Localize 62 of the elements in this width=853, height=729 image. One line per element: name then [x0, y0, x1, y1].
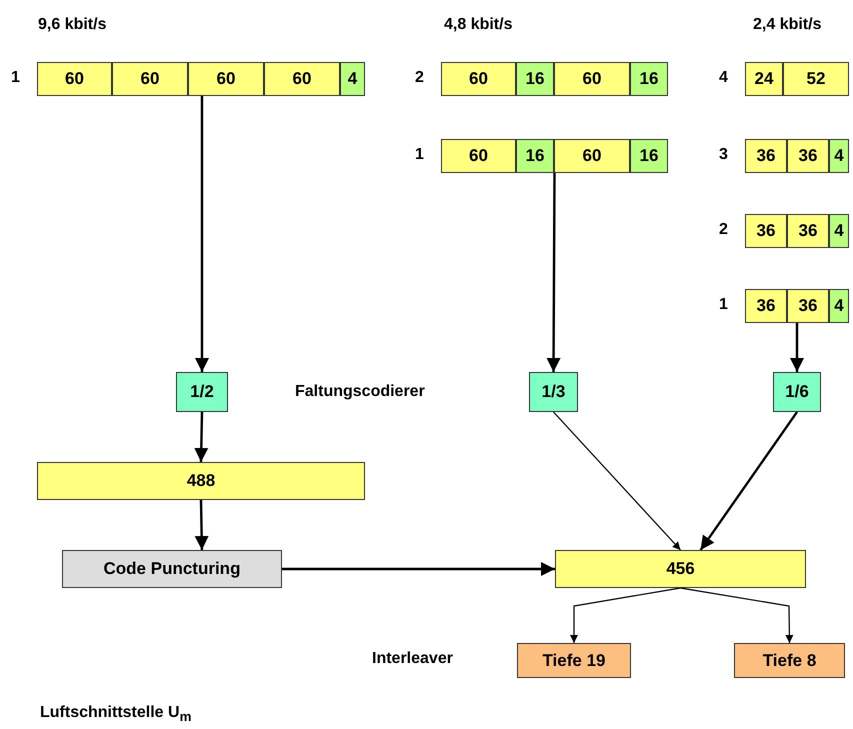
arrow — [700, 411, 798, 551]
arrow — [282, 562, 555, 576]
frame-number: 4 — [719, 69, 728, 87]
frame-cell: 36 — [787, 139, 829, 173]
frame-cell: 24 — [745, 62, 783, 96]
frame-number: 2 — [719, 221, 728, 239]
stage-label: Interleaver — [372, 650, 453, 668]
arrow — [546, 173, 561, 372]
frame-cell: 60 — [441, 62, 516, 96]
frame-bar — [745, 289, 849, 323]
frame-cell: 4 — [340, 62, 365, 96]
frame-cell: 36 — [745, 214, 787, 248]
frame-cell: 36 — [787, 289, 829, 323]
encoder-box: 1/3 — [529, 372, 578, 412]
frame-bar — [441, 139, 668, 173]
frame-cell: 4 — [829, 289, 849, 323]
interleaver-box: Tiefe 19 — [517, 643, 631, 678]
frame-bar — [745, 139, 849, 173]
arrow — [790, 323, 804, 372]
frame-cell: 16 — [516, 139, 554, 173]
frame-cell: 60 — [37, 62, 112, 96]
encoder-box: 1/2 — [176, 372, 228, 412]
frame-cell: 60 — [554, 62, 630, 96]
frame-bar — [37, 62, 365, 96]
arrow — [194, 412, 208, 462]
frame-number: 1 — [415, 146, 424, 164]
frame-cell: 36 — [745, 139, 787, 173]
frame-cell: 36 — [745, 289, 787, 323]
process-box: Code Puncturing — [62, 550, 282, 588]
data-rate-label: 9,6 kbit/s — [38, 16, 106, 34]
frame-bar — [441, 62, 668, 96]
data-rate-label: 4,8 kbit/s — [444, 16, 512, 34]
frame-cell: 52 — [783, 62, 849, 96]
frame-bar — [745, 62, 849, 96]
frame-number: 1 — [11, 69, 20, 87]
interleaver-box: Tiefe 8 — [734, 643, 845, 678]
frame-cell: 4 — [829, 214, 849, 248]
encoder-box: 1/6 — [773, 372, 821, 412]
frame-cell: 16 — [516, 62, 554, 96]
frame-cell: 16 — [630, 139, 668, 173]
frame-number: 2 — [415, 69, 424, 87]
arrow — [680, 587, 794, 643]
frame-cell: 60 — [112, 62, 188, 96]
frame-number: 1 — [719, 296, 728, 314]
frame-cell: 4 — [829, 139, 849, 173]
block-bar: 456 — [555, 550, 806, 588]
frame-number: 3 — [719, 146, 728, 164]
frame-cell: 36 — [787, 214, 829, 248]
frame-cell: 60 — [554, 139, 630, 173]
stage-label: Faltungscodierer — [295, 383, 425, 401]
frame-cell: 16 — [630, 62, 668, 96]
frame-cell: 60 — [188, 62, 264, 96]
stage-label: Luftschnittstelle U$_{m}$ — [40, 704, 192, 724]
frame-cell: 60 — [264, 62, 340, 96]
arrow — [553, 412, 681, 550]
data-rate-label: 2,4 kbit/s — [753, 16, 822, 34]
frame-bar — [745, 214, 849, 248]
arrow — [570, 587, 681, 643]
frame-cell: 60 — [441, 139, 516, 173]
arrow — [194, 500, 209, 550]
arrow — [195, 96, 209, 372]
block-bar: 488 — [37, 462, 365, 500]
